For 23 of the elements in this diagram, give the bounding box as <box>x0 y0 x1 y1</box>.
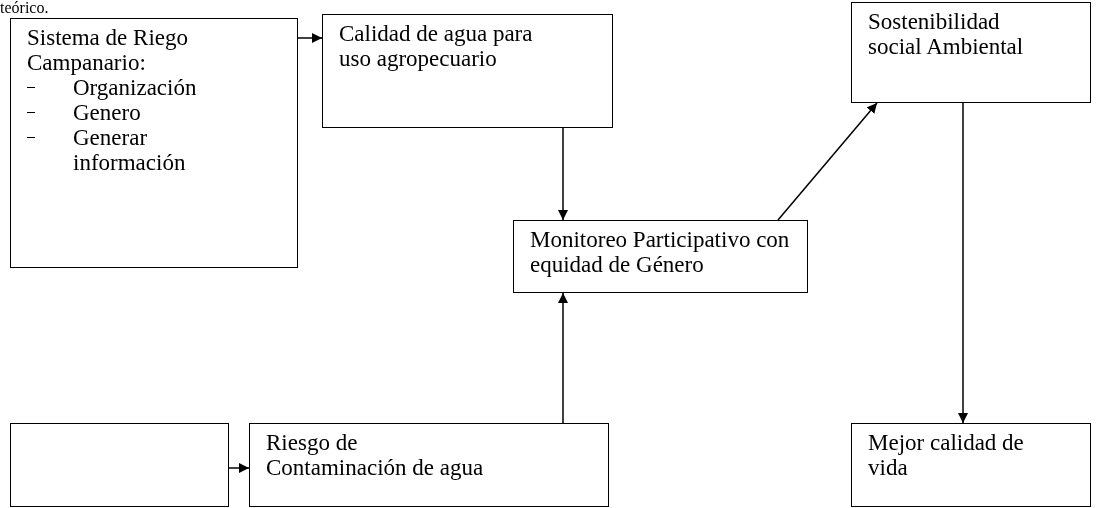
arrow <box>228 463 250 473</box>
list-item: Genero <box>73 100 141 125</box>
process-box <box>322 14 613 128</box>
process-box <box>10 18 298 268</box>
arrow <box>558 127 568 221</box>
empty-box <box>10 423 229 507</box>
process-box <box>851 423 1091 507</box>
process-box <box>513 220 808 293</box>
box-text: Monitoreo Participativo con equidad de Género <box>530 227 790 277</box>
box-text: Sostenibilidad social Ambiental <box>868 9 1025 59</box>
arrow <box>558 292 568 424</box>
arrow <box>777 102 878 221</box>
box-text: Riesgo de Contaminación de agua <box>266 430 485 480</box>
note-text: teórico. <box>0 0 49 16</box>
box-heading: Sistema de Riego Campanario: <box>27 25 189 75</box>
box-text: Mejor calidad de vida <box>868 430 1025 480</box>
process-box <box>249 423 609 507</box>
list-item: Generar información <box>73 125 187 175</box>
box-text: Calidad de agua para uso agropecuario <box>339 21 534 71</box>
process-box <box>851 2 1091 103</box>
list-item: Organización <box>73 75 197 100</box>
arrow <box>297 33 323 43</box>
arrow <box>958 102 968 424</box>
